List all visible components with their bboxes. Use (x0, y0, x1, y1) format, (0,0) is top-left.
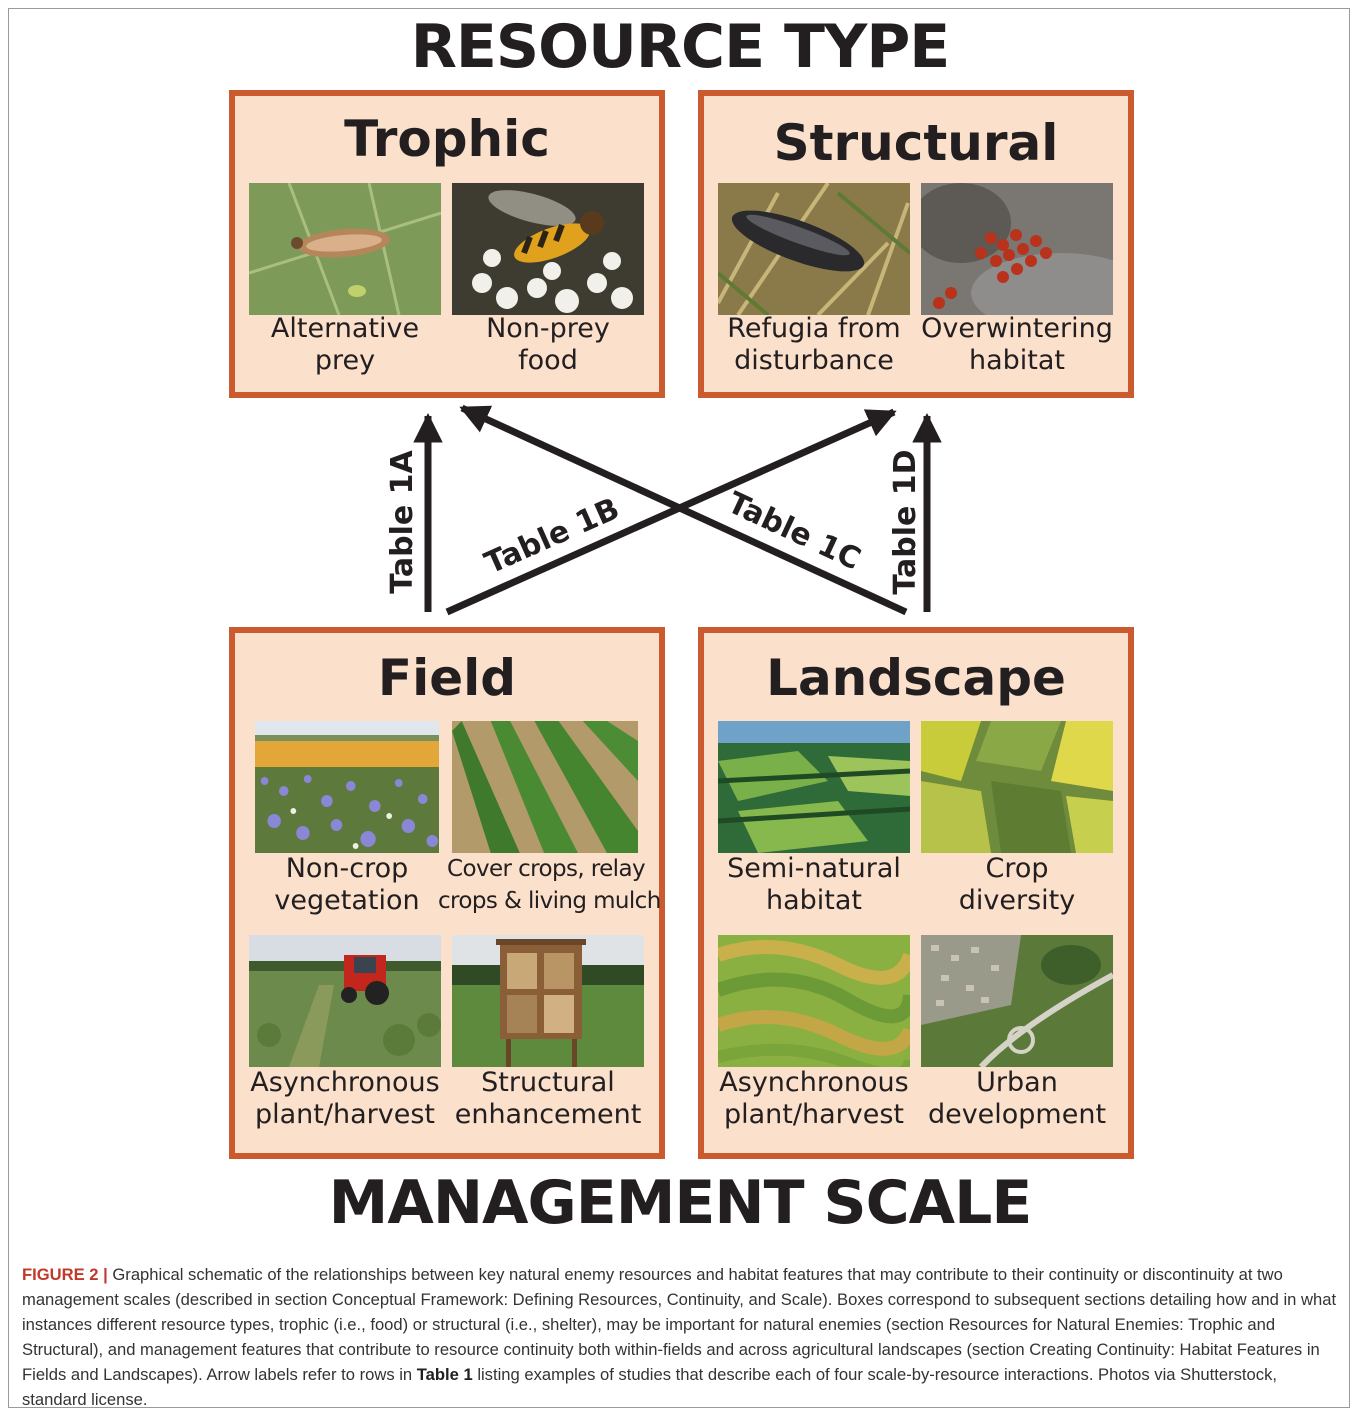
wildflower-strip-photo (255, 721, 439, 853)
trophic-box: Trophic Alternative prey (229, 90, 665, 398)
resource-type-heading: RESOURCE TYPE (410, 12, 951, 82)
refugia-caption: Refugia from disturbance (727, 313, 901, 376)
semi-natural-caption: Semi-natural habitat (727, 853, 901, 916)
alternative-prey-caption: Alternative prey (270, 313, 420, 376)
aphid-larva-on-leaf-photo (249, 183, 441, 315)
non-crop-caption: Non-crop vegetation (274, 853, 420, 916)
crop-diversity-caption: Crop diversity (958, 853, 1076, 916)
urban-caption: Urban development (927, 1067, 1107, 1130)
aerial-hedgerows-photo (718, 721, 910, 853)
non-prey-food-caption: Non-prey food (486, 313, 610, 376)
structural-title: Structural (773, 114, 1059, 172)
beetle-in-grass-photo (718, 183, 910, 315)
overwintering-caption: Overwintering habitat (921, 313, 1113, 376)
management-scale-heading: MANAGEMENT SCALE (328, 1168, 1033, 1238)
crop-rows-photo (452, 721, 638, 853)
field-box: Field Non-crop vegetation (229, 627, 665, 1159)
hoverfly-on-flowers-photo (452, 183, 644, 315)
aerial-town-photo (921, 935, 1113, 1067)
figure-caption: FIGURE 2 | Graphical schematic of the re… (22, 1262, 1344, 1412)
insect-hotel-photo (452, 935, 644, 1067)
table-reference: Table 1 (416, 1365, 473, 1384)
cover-crops-caption: Cover crops, relay crops & living mulch (438, 856, 661, 914)
field-title: Field (377, 649, 517, 707)
field-async-caption: Asynchronous plant/harvest (250, 1067, 440, 1130)
landscape-box: Landscape Semi-natural habitat (698, 627, 1134, 1159)
caption-text-part-1: Graphical schematic of the relationships… (22, 1265, 1337, 1384)
landscape-title: Landscape (766, 649, 1066, 707)
landscape-async-caption: Asynchronous plant/harvest (719, 1067, 909, 1130)
aerial-crop-patchwork-photo (921, 721, 1113, 853)
structural-enhancement-caption: Structural enhancement (454, 1067, 642, 1130)
trophic-title: Trophic (344, 110, 550, 168)
structural-box: Structural Refugia from disturbance (698, 90, 1134, 398)
figure-label: FIGURE 2 | (22, 1265, 108, 1284)
ladybird-cluster-on-rock-photo (921, 183, 1113, 315)
tractor-harvest-photo (249, 935, 441, 1067)
aerial-terraces-photo (718, 935, 910, 1067)
caption-text-part-2: listing examples of studies that describ… (22, 1365, 1277, 1409)
